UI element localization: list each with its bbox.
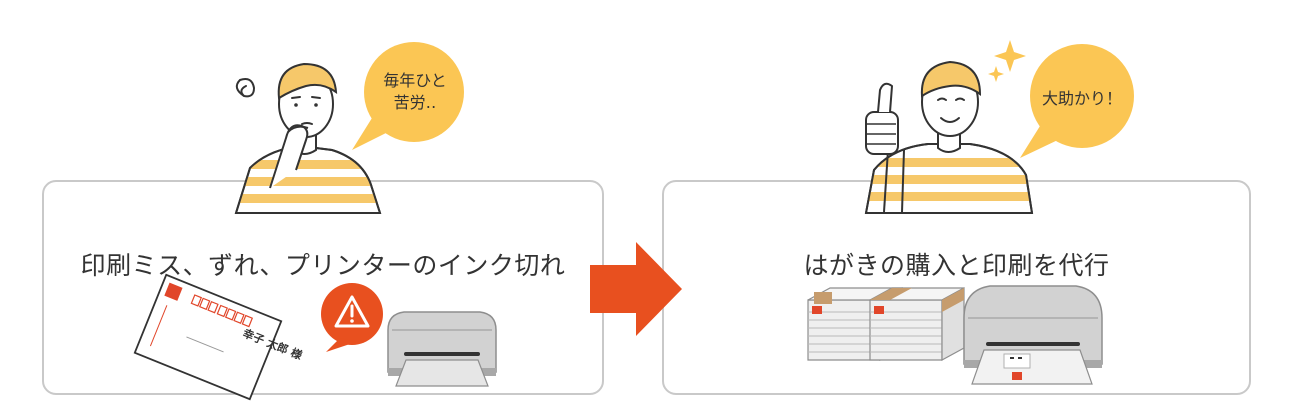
speech-bubble-right xyxy=(1020,44,1134,158)
solution-caption: はがきの購入と印刷を代行 xyxy=(803,251,1110,280)
postcard-stack-icon xyxy=(807,286,965,362)
problem-caption: 印刷ミス、ずれ、プリンターのインク切れ xyxy=(80,251,566,280)
bubble-left-line-2: 苦労‥ xyxy=(393,93,437,112)
bubble-left-line-1: 毎年ひと xyxy=(383,71,447,90)
printer-icon xyxy=(387,311,497,387)
thumbs-up-person-icon xyxy=(864,60,1034,214)
bubble-right-text: 大助かり！ xyxy=(1041,89,1122,108)
postcard-icon xyxy=(133,273,283,401)
sparkle-icon xyxy=(988,40,1026,82)
bubble-left-text: 毎年ひと 苦労‥ xyxy=(367,70,463,114)
problem-panel: 印刷ミス、ずれ、プリンターのインク切れ xyxy=(42,180,604,395)
printer-icon xyxy=(963,285,1103,385)
speech-bubble-left xyxy=(352,42,464,150)
worried-person-icon xyxy=(234,62,382,214)
right-arrow-icon xyxy=(590,242,682,336)
warning-icon xyxy=(321,283,383,352)
